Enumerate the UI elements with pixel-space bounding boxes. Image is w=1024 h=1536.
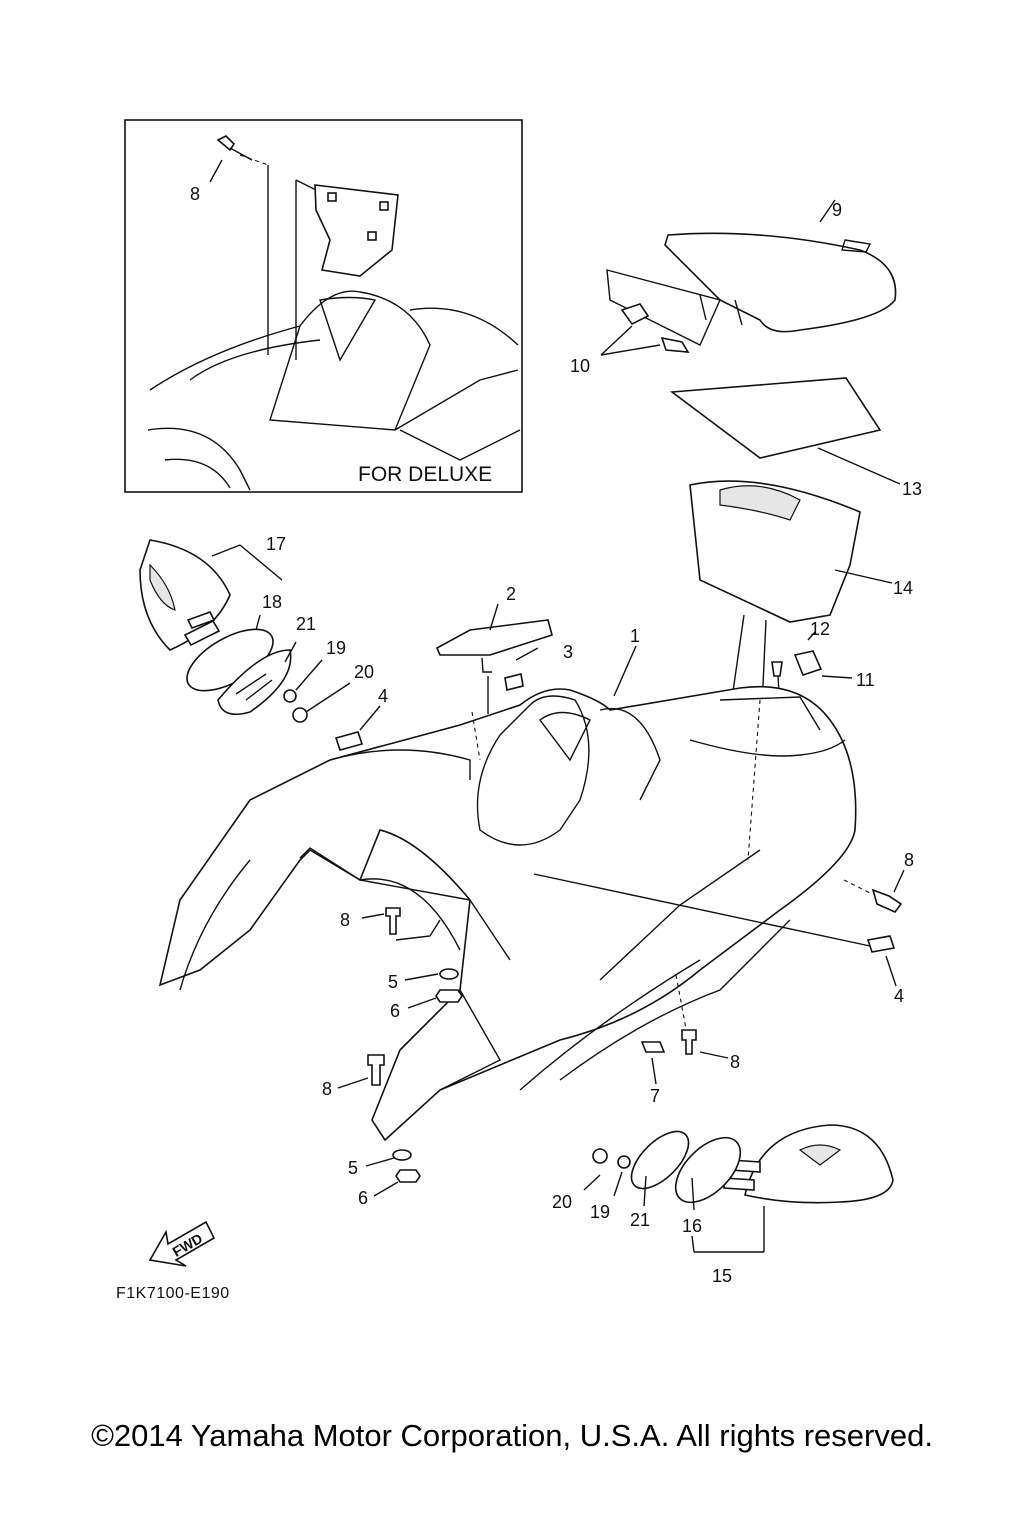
callout-7: 7 (650, 1086, 660, 1106)
handle-part-2 (435, 603, 553, 714)
figure-code: F1K7100-E190 (116, 1285, 230, 1302)
callout-21-left: 21 (296, 614, 316, 634)
callout-10: 10 (570, 356, 590, 376)
callout-13: 13 (902, 479, 922, 499)
callout-8-right: 8 (904, 850, 914, 870)
callout-6-lower: 6 (358, 1188, 368, 1208)
callout-21-right: 21 (630, 1210, 650, 1230)
callout-2: 2 (506, 584, 516, 604)
copyright-notice: ©2014 Yamaha Motor Corporation, U.S.A. A… (91, 1418, 933, 1453)
callout-14: 14 (893, 578, 913, 598)
callout-4-right: 4 (894, 986, 904, 1006)
mirror-right (583, 1124, 894, 1253)
callout-18: 18 (262, 592, 282, 612)
hardware (334, 705, 905, 1197)
callout-4-left: 4 (378, 686, 388, 706)
callout-17: 17 (266, 534, 286, 554)
callout-9: 9 (832, 200, 842, 220)
callout-5-lower: 5 (348, 1158, 358, 1178)
callout-19-left: 19 (326, 638, 346, 658)
callout-11: 11 (856, 670, 875, 690)
mirror-left (139, 539, 351, 723)
fwd-arrow: FWD (148, 1220, 216, 1267)
callout-12: 12 (810, 619, 830, 639)
callout-8-mid: 8 (340, 910, 350, 930)
callout-3: 3 (563, 642, 573, 662)
callout-20-left: 20 (354, 662, 374, 682)
callout-15: 15 (712, 1266, 732, 1286)
deluxe-inset: 8 FOR DELUXE (124, 119, 523, 493)
callout-19-right: 19 (590, 1202, 610, 1222)
callout-5-mid: 5 (388, 972, 398, 992)
callout-8-lower-right: 8 (730, 1052, 740, 1072)
callout-16: 16 (682, 1216, 702, 1236)
callout-8-lower: 8 (322, 1079, 332, 1099)
seat-assembly (600, 199, 901, 751)
deck-part-1 (158, 645, 871, 1142)
inset-callout-8: 8 (190, 184, 200, 204)
callout-20-right: 20 (552, 1192, 572, 1212)
inset-caption: FOR DELUXE (358, 463, 492, 486)
callout-1: 1 (630, 626, 640, 646)
callout-6-mid: 6 (390, 1001, 400, 1021)
